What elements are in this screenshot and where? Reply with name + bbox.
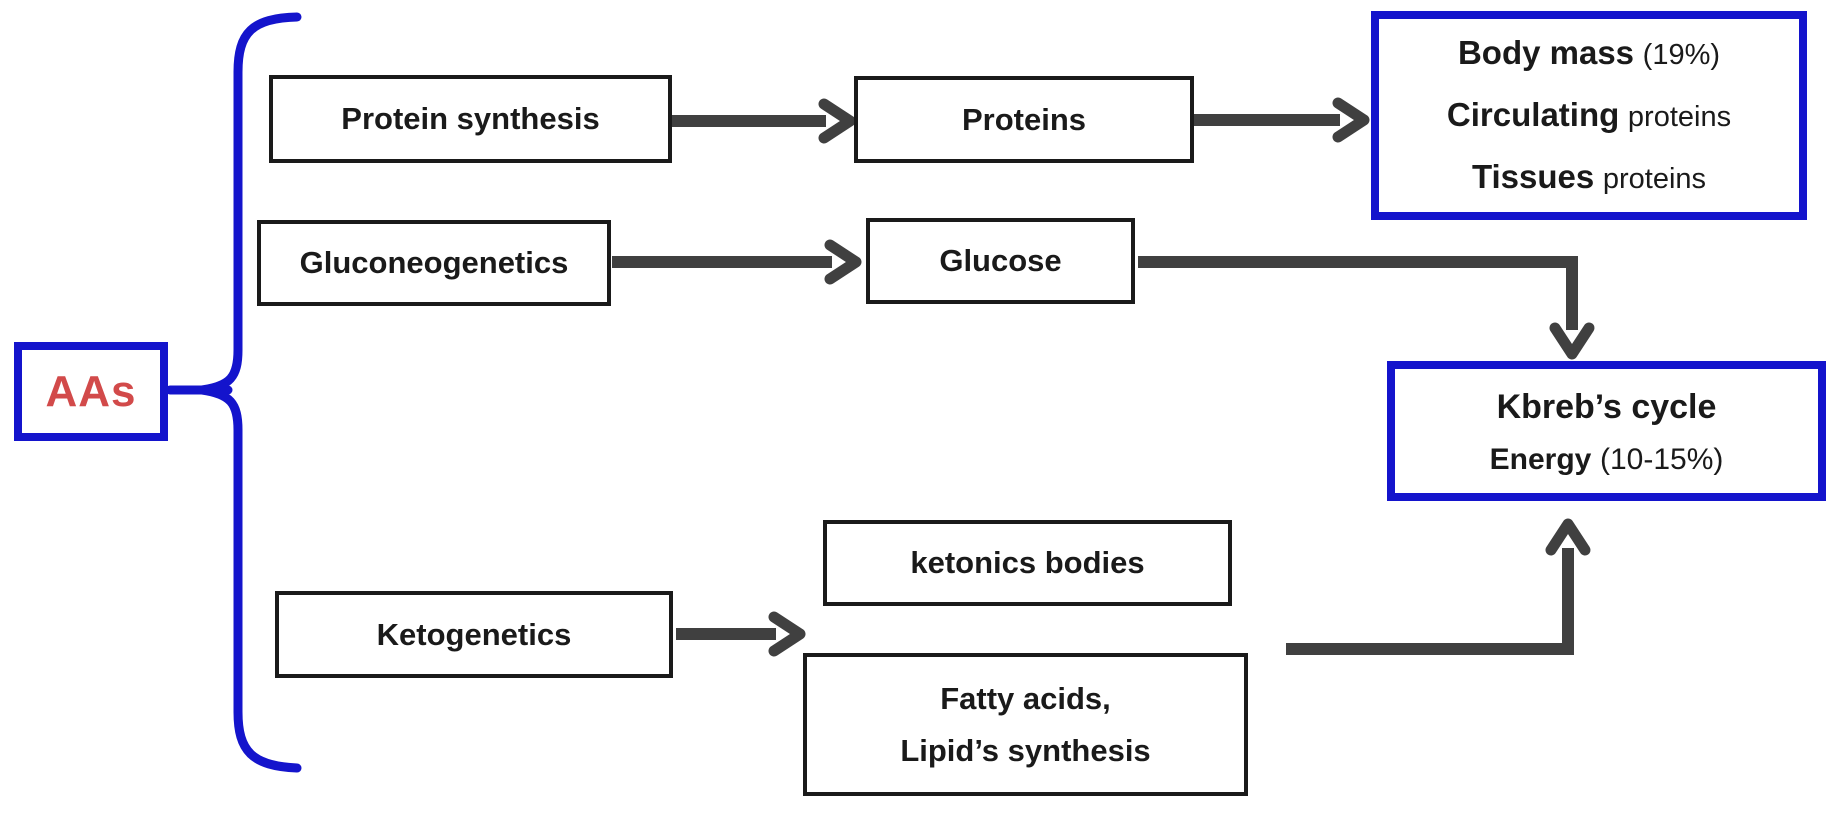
protein-outcome-line1-bold: Body mass: [1457, 33, 1635, 71]
arrowhead-glucose-to-krebs: [1549, 322, 1595, 360]
arrowhead-products-to-krebs: [1545, 518, 1591, 556]
krebs-cycle-energy-normal: (10-15%): [1599, 442, 1724, 476]
protein-outcome-line2: Circulating proteins: [1447, 85, 1731, 147]
arrowhead-proteins-to-body-mass: [1332, 97, 1370, 143]
protein-outcome-line2-normal: proteins: [1627, 100, 1732, 133]
node-gluconeogenetics: Gluconeogenetics: [257, 220, 611, 306]
node-glucose: Glucose: [866, 218, 1135, 304]
node-krebs-cycle: Kbreb’s cycle Energy (10-15%): [1387, 361, 1826, 501]
node-aas: AAs: [14, 342, 168, 441]
arrowhead-protein-synthesis-to-proteins: [818, 98, 856, 144]
fatty-acids-line2: Lipid’s synthesis: [900, 732, 1151, 768]
arrow-products-to-krebs: [1286, 548, 1574, 655]
node-ketogenetics: Ketogenetics: [275, 591, 673, 678]
node-protein-synthesis: Protein synthesis: [269, 75, 672, 163]
node-fatty-acids: Fatty acids, Lipid’s synthesis: [803, 653, 1248, 796]
arrowhead-ketogenetics-to-products: [768, 611, 806, 657]
krebs-cycle-energy-line: Energy (10-15%): [1490, 435, 1724, 484]
node-protein-outcome: Body mass (19%) Circulating proteins Tis…: [1371, 11, 1807, 220]
arrowhead-gluconeogenetics-to-glucose: [824, 239, 862, 285]
krebs-cycle-energy-bold: Energy: [1489, 442, 1592, 476]
node-ketonic-bodies-label: ketonics bodies: [910, 545, 1145, 581]
protein-outcome-line3: Tissues proteins: [1472, 147, 1706, 209]
arrow-glucose-to-krebs: [1138, 256, 1578, 330]
fatty-acids-line1: Fatty acids,: [940, 680, 1111, 716]
protein-outcome-line3-normal: proteins: [1602, 162, 1707, 195]
krebs-cycle-title: Kbreb’s cycle: [1496, 387, 1717, 426]
protein-outcome-line2-bold: Circulating: [1446, 95, 1620, 133]
node-proteins-label: Proteins: [961, 101, 1087, 137]
node-ketogenetics-label: Ketogenetics: [376, 616, 572, 652]
node-gluconeogenetics-label: Gluconeogenetics: [299, 245, 569, 281]
protein-outcome-line1-normal: (19%): [1642, 38, 1721, 71]
node-ketonic-bodies: ketonics bodies: [823, 520, 1232, 606]
node-proteins: Proteins: [854, 76, 1194, 163]
node-glucose-label: Glucose: [939, 243, 1062, 279]
node-aas-label: AAs: [45, 366, 137, 416]
node-protein-synthesis-label: Protein synthesis: [341, 101, 600, 137]
protein-outcome-line1: Body mass (19%): [1458, 23, 1720, 85]
protein-outcome-line3-bold: Tissues: [1471, 157, 1595, 195]
